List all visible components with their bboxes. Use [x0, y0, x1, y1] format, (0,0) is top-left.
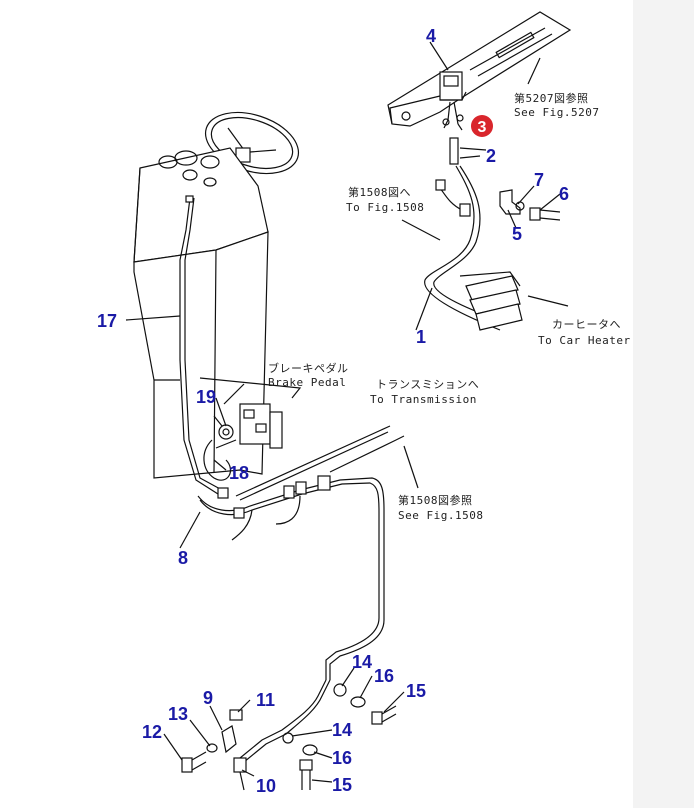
- callout-14-upper[interactable]: 14: [352, 652, 372, 672]
- callout-14-lower[interactable]: 14: [332, 720, 352, 740]
- note-brake-en: Brake Pedal: [268, 376, 346, 389]
- heater-connector-block: [465, 275, 523, 331]
- note-trans-jp: トランスミションへ: [376, 378, 479, 391]
- note-fig5207-jp: 第5207図参照: [514, 91, 589, 105]
- bolt-6: [529, 207, 561, 221]
- dashboard-console: [133, 147, 269, 479]
- callout-7[interactable]: 7: [534, 170, 544, 190]
- callout-1[interactable]: 1: [416, 327, 426, 347]
- callout-15-lower[interactable]: 15: [332, 775, 352, 795]
- wire-18: [203, 439, 231, 499]
- callout-16-lower[interactable]: 16: [332, 748, 352, 768]
- harness-8-connectors: [283, 475, 331, 499]
- callout-2[interactable]: 2: [486, 146, 496, 166]
- callout-16-upper[interactable]: 16: [374, 666, 394, 686]
- callout-19[interactable]: 19: [196, 387, 216, 407]
- lower-harness-end: [239, 679, 347, 763]
- note-fig1508-en-top: To Fig.1508: [346, 201, 424, 214]
- note-trans-en: To Transmission: [370, 393, 477, 406]
- callout-18[interactable]: 18: [229, 463, 249, 483]
- callout-13[interactable]: 13: [168, 704, 188, 724]
- leader-lines: [125, 41, 569, 783]
- harness-8-drawing: [197, 425, 405, 680]
- callout-8[interactable]: 8: [178, 548, 188, 568]
- callout-3[interactable]: 3: [478, 119, 487, 136]
- callout-3-highlight[interactable]: 3: [471, 115, 493, 137]
- bracket-9: [221, 725, 237, 754]
- brake-valve-detail: [199, 377, 302, 449]
- note-brake-jp: ブレーキペダル: [268, 361, 349, 375]
- nut-11: [229, 709, 243, 721]
- clip-16-lower: [302, 744, 318, 756]
- note-fig5207-en: See Fig.5207: [514, 106, 599, 119]
- callout-15-upper[interactable]: 15: [406, 681, 426, 701]
- bolt-12: [181, 751, 207, 773]
- washer-13: [206, 743, 218, 753]
- callout-5[interactable]: 5: [512, 224, 522, 244]
- note-fig1508-jp-top: 第1508図へ: [348, 185, 411, 199]
- wire-2: [442, 101, 464, 165]
- note-fig1508-jp-mid: 第1508図参照: [398, 493, 473, 507]
- callout-12[interactable]: 12: [142, 722, 162, 742]
- callout-6[interactable]: 6: [559, 184, 569, 204]
- note-car-heater-en: To Car Heater: [538, 334, 631, 347]
- note-fig1508-en-mid: See Fig.1508: [398, 509, 483, 522]
- bracket-5: [499, 189, 521, 215]
- switch-box-4: [439, 71, 467, 101]
- note-car-heater-jp: カーヒータへ: [552, 318, 621, 331]
- callout-4[interactable]: 4: [426, 26, 436, 46]
- wire-17: [179, 195, 223, 495]
- callout-9[interactable]: 9: [203, 688, 213, 708]
- sensor-10: [233, 757, 247, 791]
- callout-17[interactable]: 17: [97, 311, 117, 331]
- bolt-15-lower: [299, 759, 313, 790]
- page-scrollbar[interactable]: [633, 0, 694, 808]
- callout-10[interactable]: 10: [256, 776, 276, 796]
- clip-16-upper: [350, 696, 366, 708]
- bolt-15-upper: [371, 705, 397, 725]
- harness-1-drawing: [424, 165, 523, 331]
- callout-11[interactable]: 11: [256, 690, 275, 710]
